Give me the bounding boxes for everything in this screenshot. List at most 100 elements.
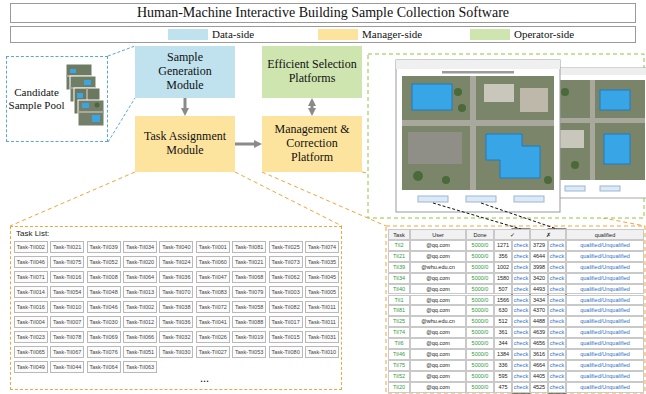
table-cell: 5000/0 (466, 349, 494, 360)
table-cell: 5000/0 (466, 382, 494, 393)
sample-pool-box: Candidate Sample Pool (6, 56, 108, 142)
table-cell: 5000/0 (466, 295, 494, 306)
task-cell: Task-TiI016 (50, 271, 84, 283)
task-cell: Task-TiI015 (269, 331, 303, 343)
table-cell: 344 (494, 338, 512, 349)
task-name: Task-TiI002 (17, 244, 45, 250)
task-name: Task-TiI075 (53, 259, 81, 265)
table-cell: check (512, 295, 530, 306)
task-cell: Task-TiI017 (269, 316, 303, 328)
table-cell: qualified/Unqualified (566, 360, 644, 371)
table-cell: TiI34 (388, 273, 410, 284)
task-cell: Task-TiI046 (14, 256, 48, 268)
task-cell: Task-TiI023 (14, 331, 48, 343)
task-name: Task-TiI008 (89, 274, 117, 280)
table-cell: check (548, 284, 566, 295)
task-cell: Task-TiI069 (87, 331, 121, 343)
task-name: Task-TiI063 (126, 364, 154, 370)
table-cell: 356 (494, 251, 512, 262)
software-screenshot (520, 88, 548, 112)
table-cell: check (512, 382, 530, 393)
table-cell: qualified/Unqualified (566, 305, 644, 316)
software-screenshot (484, 84, 514, 102)
task-cell: Task-TiI021 (232, 256, 266, 268)
module-box: Efficient Selection Platforms (262, 46, 362, 98)
task-cell: Task-TiI032 (159, 331, 193, 343)
node-label: Management & Correction Platform (266, 123, 358, 164)
task-name: Task-TiI030 (89, 319, 117, 325)
task-cell: Task-TiI014 (14, 286, 48, 298)
table-cell: 5000/0 (466, 360, 494, 371)
task-cell: Task-TiI046 (87, 301, 121, 313)
task-cell: Task-TiI076 (87, 346, 121, 358)
task-name: Task-TiI013 (126, 289, 154, 295)
task-cell: Task-TiI027 (196, 346, 230, 358)
task-cell: Task-TiI035 (305, 256, 339, 268)
table-cell: 507 (494, 284, 512, 295)
table-cell: check (512, 349, 530, 360)
table-cell: 1580 (494, 273, 512, 284)
task-cell: Task-TiI082 (269, 301, 303, 313)
table-cell: check (512, 262, 530, 273)
table-cell: 1271 (494, 240, 512, 251)
task-cell: Task-TiI058 (232, 301, 266, 313)
task-name: Task-TiI010 (53, 304, 81, 310)
task-name: Task-TiI007 (53, 319, 81, 325)
sample-image-stack (84, 80, 91, 85)
table-cell: check (512, 327, 530, 338)
table-cell: check (548, 327, 566, 338)
software-screenshot (590, 80, 595, 180)
task-name: Task-TiI021 (53, 244, 81, 250)
task-cell: Task-TiI054 (50, 286, 84, 298)
task-name: Task-TiI030 (162, 349, 190, 355)
column-highlight (481, 203, 557, 229)
table-cell: 5000/0 (466, 273, 494, 284)
table-cell: @qq.com (410, 240, 466, 251)
table-cell: TiI74 (388, 327, 410, 338)
table-cell: check (548, 240, 566, 251)
table-cell: 3616 (530, 349, 548, 360)
task-name: Task-TiI001 (199, 244, 227, 250)
table-cell: check (512, 305, 530, 316)
task-cell: Task-TiI045 (305, 271, 339, 283)
task-name: Task-TiI032 (162, 334, 190, 340)
software-screenshot (544, 176, 552, 184)
task-name: Task-TiI053 (235, 349, 263, 355)
task-name: Task-TiI036 (162, 319, 190, 325)
task-name: Task-TiI081 (235, 244, 263, 250)
software-screenshot (600, 186, 620, 191)
task-cell: Task-TiI052 (87, 256, 121, 268)
task-name: Task-TiI046 (89, 304, 117, 310)
table-cell: @qq.com (410, 349, 466, 360)
table-cell: TiI81 (388, 305, 410, 316)
table-cell: TiI2 (388, 240, 410, 251)
task-cell: Task-TiI071 (14, 271, 48, 283)
task-cell: Task-TiI036 (159, 271, 193, 283)
task-name: Task-TiI010 (308, 349, 336, 355)
leader-line (235, 172, 342, 226)
table-header: User (410, 229, 466, 240)
task-name: Task-TiI083 (199, 289, 227, 295)
table-cell: 4664 (530, 360, 548, 371)
column-highlight (433, 203, 521, 229)
leader-line (386, 226, 645, 393)
task-cell: Task-TiI053 (232, 346, 266, 358)
task-name: Task-TiI070 (162, 289, 190, 295)
task-cell: Task-TiI030 (87, 316, 121, 328)
task-name: Task-TiI068 (235, 274, 263, 280)
table-cell: check (548, 316, 566, 327)
task-cell: Task-TiI064 (87, 361, 121, 373)
table-cell: check (512, 284, 530, 295)
title-text: Human-Machine Interactive Building Sampl… (137, 5, 509, 21)
task-cell: Task-TiI012 (123, 316, 157, 328)
task-name: Task-TiI069 (89, 334, 117, 340)
table-cell: 4493 (530, 284, 548, 295)
module-box: Management & Correction Platform (262, 116, 362, 172)
node-label: Candidate Sample Pool (8, 86, 65, 111)
task-cell: Task-TiI005 (305, 286, 339, 298)
table-cell: 3998 (530, 262, 548, 273)
task-cell: Task-TiI020 (123, 256, 157, 268)
node-label: Task Assignment Module (139, 130, 231, 158)
task-name: Task-TiI072 (199, 304, 227, 310)
task-name: Task-TiI035 (308, 259, 336, 265)
